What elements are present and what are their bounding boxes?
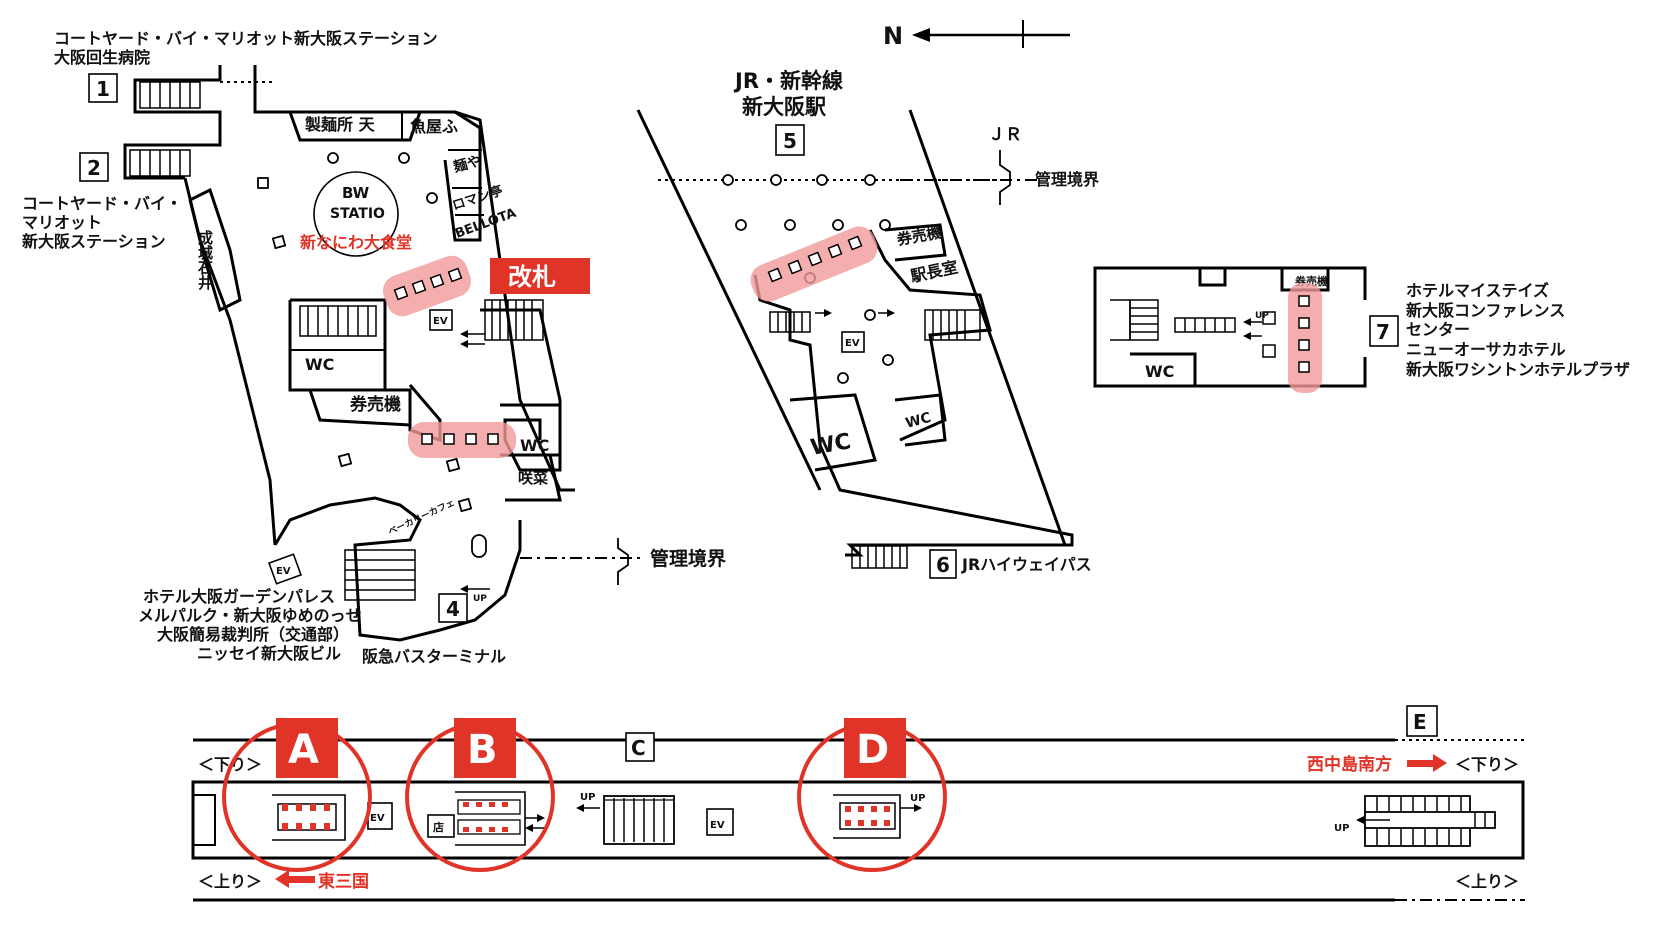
boundary-center: 管理境界 [1035,170,1099,189]
escalator-a [277,803,337,831]
gate-east [1288,283,1322,393]
exit-5-line2: 新大阪駅 [742,95,827,119]
north-label: N [883,22,903,50]
platform-shop: 店 [433,820,444,834]
ev-center: EV [845,338,860,349]
exit-2-label3: 新大阪ステーション [22,232,166,251]
up-platform-3: UP [1334,823,1349,834]
arrow-left-icon [275,870,315,888]
arrow-icon [525,814,545,832]
arrow-icon [900,804,922,812]
ev-west-2: EV [276,566,291,577]
up-west: UP [473,594,487,604]
label-b: B [467,727,498,773]
wc-west-1: WC [305,355,334,374]
north-arrow: N [883,20,1070,50]
up-east: UP [1255,311,1269,321]
exit-4: 4 ホテル大阪ガーデンパレス メルパルク・新大阪ゆめのっせ 大阪簡易裁判所（交通… [138,587,506,666]
station-master-office: 駅長室 [908,257,960,286]
exit-2: 2 コートヤード・バイ・ マリオット 新大阪ステーション [22,152,182,251]
center-concourse: EV ＪＲ 管理境界 券売機 駅長室 WC WC [636,109,1099,569]
gate-label-badge: 改札 [490,258,590,294]
jr-label: ＪＲ [988,125,1022,145]
escalator-b [457,799,521,835]
exit-4-num: 4 [446,597,460,621]
exit-7-label1: ホテルマイステイズ [1406,281,1549,300]
arrow-icon [1243,318,1262,340]
west-concourse: 製麺所 天 魚屋ふ 麺や ロマン亭 BELLOTA BW STATIO 新なにわ… [123,65,726,642]
platform: EV 店 UP EV [191,705,1525,902]
exit-2-num: 2 [87,156,101,180]
exit-7-label5: 新大阪ワシントンホテルプラザ [1406,360,1630,379]
escalator-d [839,802,896,830]
gate-center [750,226,878,302]
seijo-ishii-label: 成城石井 [196,229,214,291]
exit-5-line1: JR・新幹線 [733,69,843,93]
exit-4-label2: メルパルク・新大阪ゆめのっせ [138,606,362,625]
shop-seimenjo: 製麺所 天 [304,115,376,134]
label-c: C [631,736,646,760]
marker-d: D [797,718,947,872]
arrow-right-icon [1407,754,1447,772]
up-right: ＜上り＞ [1455,872,1519,891]
dir-nishinakajima: 西中島南方 [1307,754,1392,775]
exit-4-label4: ニッセイ新大阪ビル [197,644,341,663]
arrow-icon [576,804,600,812]
exit-4-label1: ホテル大阪ガーデンパレス [143,587,335,606]
exit-1-label2: 大阪回生病院 [54,48,150,67]
arrow-icon [1356,816,1390,824]
gate-west-lower [408,422,516,458]
shop-uoya: 魚屋ふ [410,117,458,136]
exit-1-num: 1 [96,77,110,101]
label-a: A [288,727,319,773]
label-d: D [856,727,889,773]
arrow-icon [815,309,895,317]
exit-1: 1 コートヤード・バイ・マリオット新大阪ステーション 大阪回生病院 [54,29,438,103]
exit-7-label2: 新大阪コンファレンス [1406,301,1565,320]
exit-6: 6 JRハイウェイパス [929,549,1092,579]
exit-4-label3: 大阪簡易裁判所（交通部） [157,625,349,644]
statio-label: STATIO [330,206,385,222]
exit-6-label: JRハイウェイパス [961,555,1092,574]
east-concourse: UP 券売機 WC [1093,266,1367,388]
shop-menya: 麺や [451,152,483,176]
wc-east: WC [1145,362,1174,381]
exit-6-num: 6 [936,553,950,577]
bw-label: BW [342,184,370,202]
down-right: ＜下り＞ [1455,755,1519,774]
ev-platform-1: EV [370,813,385,824]
dir-higashimikuni: 東三国 [318,871,369,892]
exit-2-label1: コートヤード・バイ・ [22,194,182,213]
exit-7: 7 ホテルマイステイズ 新大阪コンファレンス センター ニューオーサカホテル 新… [1369,281,1630,379]
label-e: E [1413,710,1427,734]
wc-center-1: WC [809,429,853,461]
gate-west-upper [382,255,472,317]
up-platform-2: UP [910,793,925,804]
wc-center-2: WC [904,410,933,432]
exit-7-label3: センター [1406,320,1470,339]
up-left: ＜上り＞ [198,872,262,891]
exit-7-label4: ニューオーサカホテル [1406,340,1566,359]
marker-b: B [405,718,555,872]
food-hall-label: 新なにわ大食堂 [300,233,412,252]
shop-sakuna: 咲菜 [518,469,548,487]
exit-5-num: 5 [783,129,797,153]
boundary-west: 管理境界 [650,547,726,570]
exit-5: JR・新幹線 新大阪駅 5 [733,69,843,156]
ev-platform-2: EV [710,820,725,831]
marker-a: A [222,718,372,872]
wc-west-2: WC [520,436,549,455]
exit-7-num: 7 [1376,320,1390,344]
gate-label: 改札 [508,263,556,291]
ev-west-1: EV [433,316,448,327]
up-platform-1: UP [580,792,595,803]
bus-terminal-label: 阪急バスターミナル [362,647,506,666]
arrow-icon [460,330,490,593]
exit-1-label1: コートヤード・バイ・マリオット新大阪ステーション [54,29,438,48]
exit-2-label2: マリオット [22,213,102,232]
ticket-machine-west: 券売機 [349,394,401,415]
